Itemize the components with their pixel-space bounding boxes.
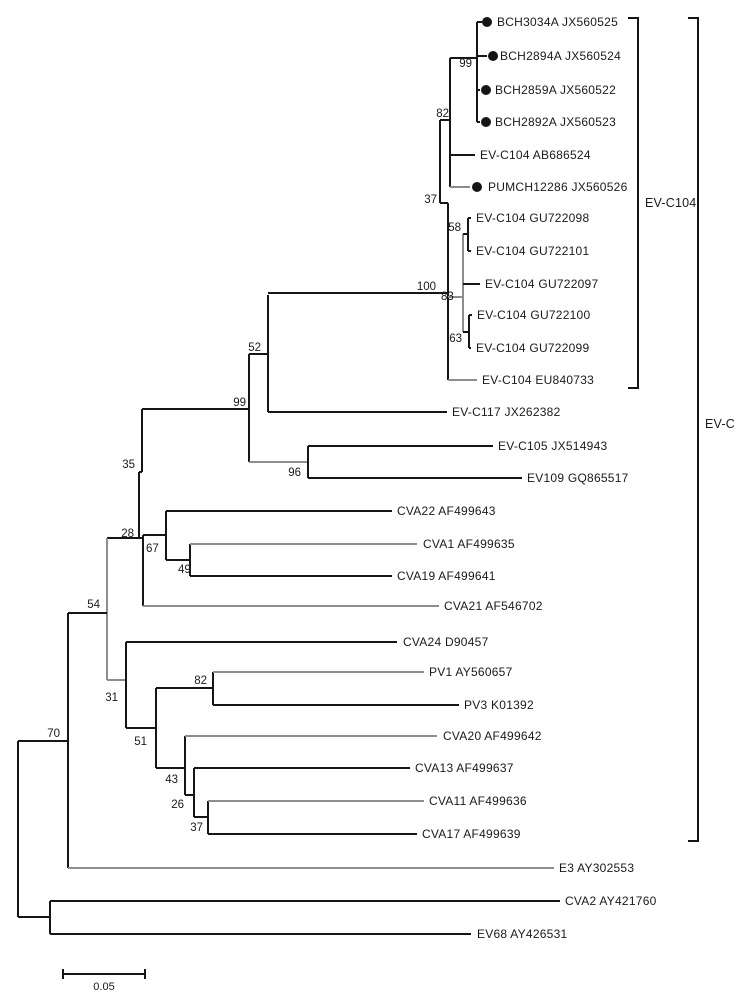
- bootstrap-value: 52: [248, 342, 261, 354]
- taxon-label: BCH2892A JX560523: [495, 115, 616, 129]
- clade-bracket: [628, 17, 639, 389]
- taxon-label: EV109 GQ865517: [527, 471, 629, 485]
- taxon-label: CVA13 AF499637: [415, 761, 514, 775]
- taxon-label: EV-C117 JX262382: [452, 405, 561, 419]
- taxon-label: BCH2859A JX560522: [495, 83, 616, 97]
- taxon-label: CVA20 AF499642: [443, 729, 542, 743]
- taxon-label: CVA24 D90457: [403, 635, 489, 649]
- bootstrap-value: 83: [441, 291, 454, 303]
- bootstrap-value: 99: [459, 58, 472, 70]
- clade-bracket-label: EV-C: [705, 417, 735, 431]
- bootstrap-value: 28: [121, 528, 134, 540]
- bootstrap-value: 100: [417, 281, 436, 293]
- bootstrap-value: 35: [122, 459, 135, 471]
- clade-bracket: [688, 17, 699, 842]
- bootstrap-value: 82: [194, 675, 207, 687]
- bootstrap-value: 26: [171, 799, 184, 811]
- study-strain-dot-icon: [488, 51, 498, 61]
- taxon-label: CVA2 AY421760: [565, 894, 657, 908]
- bootstrap-value: 63: [449, 333, 462, 345]
- study-strain-dot-icon: [481, 117, 491, 127]
- bootstrap-value: 82: [436, 108, 449, 120]
- taxon-label: EV-C104 AB686524: [480, 148, 591, 162]
- bootstrap-value: 37: [424, 194, 437, 206]
- bootstrap-value: 49: [178, 564, 191, 576]
- taxon-label: CVA22 AF499643: [397, 504, 496, 518]
- bootstrap-value: 58: [448, 222, 461, 234]
- taxon-label: PV3 K01392: [464, 698, 534, 712]
- bootstrap-value: 99: [233, 397, 246, 409]
- taxon-label: CVA11 AF499636: [429, 794, 527, 808]
- bootstrap-value: 70: [47, 728, 60, 740]
- bootstrap-value: 37: [190, 822, 203, 834]
- taxon-label: EV-C105 JX514943: [498, 439, 607, 453]
- scale-bar-label: 0.05: [93, 981, 114, 993]
- taxon-label: EV68 AY426531: [477, 927, 568, 941]
- taxon-label: BCH2894A JX560524: [500, 49, 621, 63]
- taxon-label: PV1 AY560657: [429, 665, 513, 679]
- taxon-label: CVA19 AF499641: [397, 569, 496, 583]
- taxon-label: BCH3034A JX560525: [497, 15, 618, 29]
- bootstrap-value: 51: [134, 736, 147, 748]
- bootstrap-value: 43: [165, 774, 178, 786]
- study-strain-dot-icon: [472, 182, 482, 192]
- taxon-label: PUMCH12286 JX560526: [488, 180, 628, 194]
- taxon-label: EV-C104 GU722100: [477, 308, 590, 322]
- taxon-label: EV-C104 GU722099: [476, 341, 589, 355]
- taxon-label: EV-C104 EU840733: [482, 373, 594, 387]
- bootstrap-value: 67: [146, 543, 159, 555]
- taxon-label: EV-C104 GU722097: [485, 277, 598, 291]
- taxon-label: CVA1 AF499635: [423, 537, 515, 551]
- taxon-label: EV-C104 GU722101: [476, 244, 589, 258]
- study-strain-dot-icon: [482, 17, 492, 27]
- bootstrap-value: 54: [87, 599, 100, 611]
- taxon-label: EV-C104 GU722098: [476, 211, 589, 225]
- taxon-label: E3 AY302553: [559, 861, 634, 875]
- bootstrap-value: 31: [105, 692, 118, 704]
- bootstrap-value: 96: [288, 467, 301, 479]
- study-strain-dot-icon: [481, 85, 491, 95]
- clade-bracket-label: EV-C104: [645, 196, 696, 210]
- taxon-label: CVA17 AF499639: [422, 827, 521, 841]
- taxon-label: CVA21 AF546702: [444, 599, 543, 613]
